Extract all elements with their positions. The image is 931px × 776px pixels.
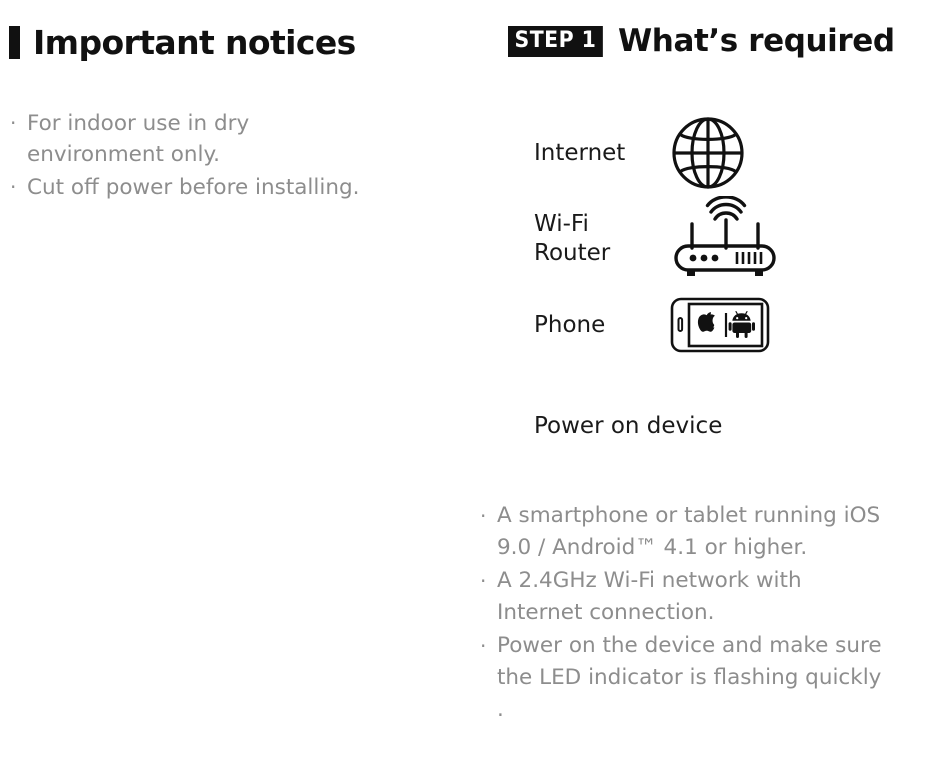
requirements-detail-list: · A smartphone or tablet running iOS 9.0…: [480, 500, 920, 727]
apple-logo-icon: [697, 312, 715, 332]
list-item: · Power on the device and make sure the …: [480, 630, 920, 726]
wifi-router-icon-wrapper: [670, 196, 780, 282]
important-notices-list: · For indoor use in dry environment only…: [10, 108, 460, 205]
smartphone-platforms-icon-wrapper: [670, 282, 770, 368]
globe-icon: [672, 117, 744, 189]
bullet-icon: ·: [480, 569, 487, 593]
list-item: · For indoor use in dry environment only…: [10, 108, 460, 170]
list-item: · Cut off power before installing.: [10, 172, 460, 203]
list-item: · A smartphone or tablet running iOS 9.0…: [480, 500, 920, 564]
notice-text: Cut off power before installing.: [27, 175, 360, 200]
wifi-router-icon: [674, 196, 776, 276]
black-bar-icon: [9, 26, 20, 59]
requirement-detail-text: A smartphone or tablet running iOS 9.0 /…: [497, 503, 881, 560]
requirement-label: Phone: [534, 311, 606, 338]
step-heading: STEP 1 What’s required: [508, 26, 895, 57]
requirement-row-internet: Internet: [470, 110, 931, 196]
requirement-detail-text: A 2.4GHz Wi-Fi network with Internet con…: [497, 568, 802, 625]
requirement-detail-text: Power on the device and make sure the LE…: [497, 633, 882, 722]
bullet-icon: ·: [480, 504, 487, 528]
bullet-icon: ·: [480, 634, 487, 658]
requirement-label: Wi-Fi Router: [534, 211, 611, 266]
requirement-label: Internet: [534, 139, 626, 166]
bullet-icon: ·: [10, 175, 17, 199]
whats-required-section: STEP 1 What’s required Internet: [470, 0, 931, 776]
smartphone-platforms-icon: [670, 297, 770, 353]
important-notices-section: Important notices · For indoor use in dr…: [9, 26, 460, 205]
requirement-row-wifi-router: Wi-Fi Router: [470, 196, 931, 282]
step-badge: STEP 1: [508, 26, 603, 57]
bullet-icon: ·: [10, 111, 17, 135]
list-item: · A 2.4GHz Wi-Fi network with Internet c…: [480, 565, 920, 629]
notice-text: For indoor use in dry environment only.: [27, 111, 250, 167]
page-title: Important notices: [33, 23, 356, 62]
step-title: What’s required: [617, 23, 895, 59]
globe-icon-wrapper: [670, 110, 746, 196]
important-notices-heading: Important notices: [9, 26, 356, 59]
requirement-row-phone: Phone: [470, 282, 931, 368]
requirements-rows: Internet Wi-Fi Router: [470, 110, 931, 368]
power-on-device-note: Power on device: [534, 413, 723, 439]
android-logo-icon: [728, 310, 755, 338]
